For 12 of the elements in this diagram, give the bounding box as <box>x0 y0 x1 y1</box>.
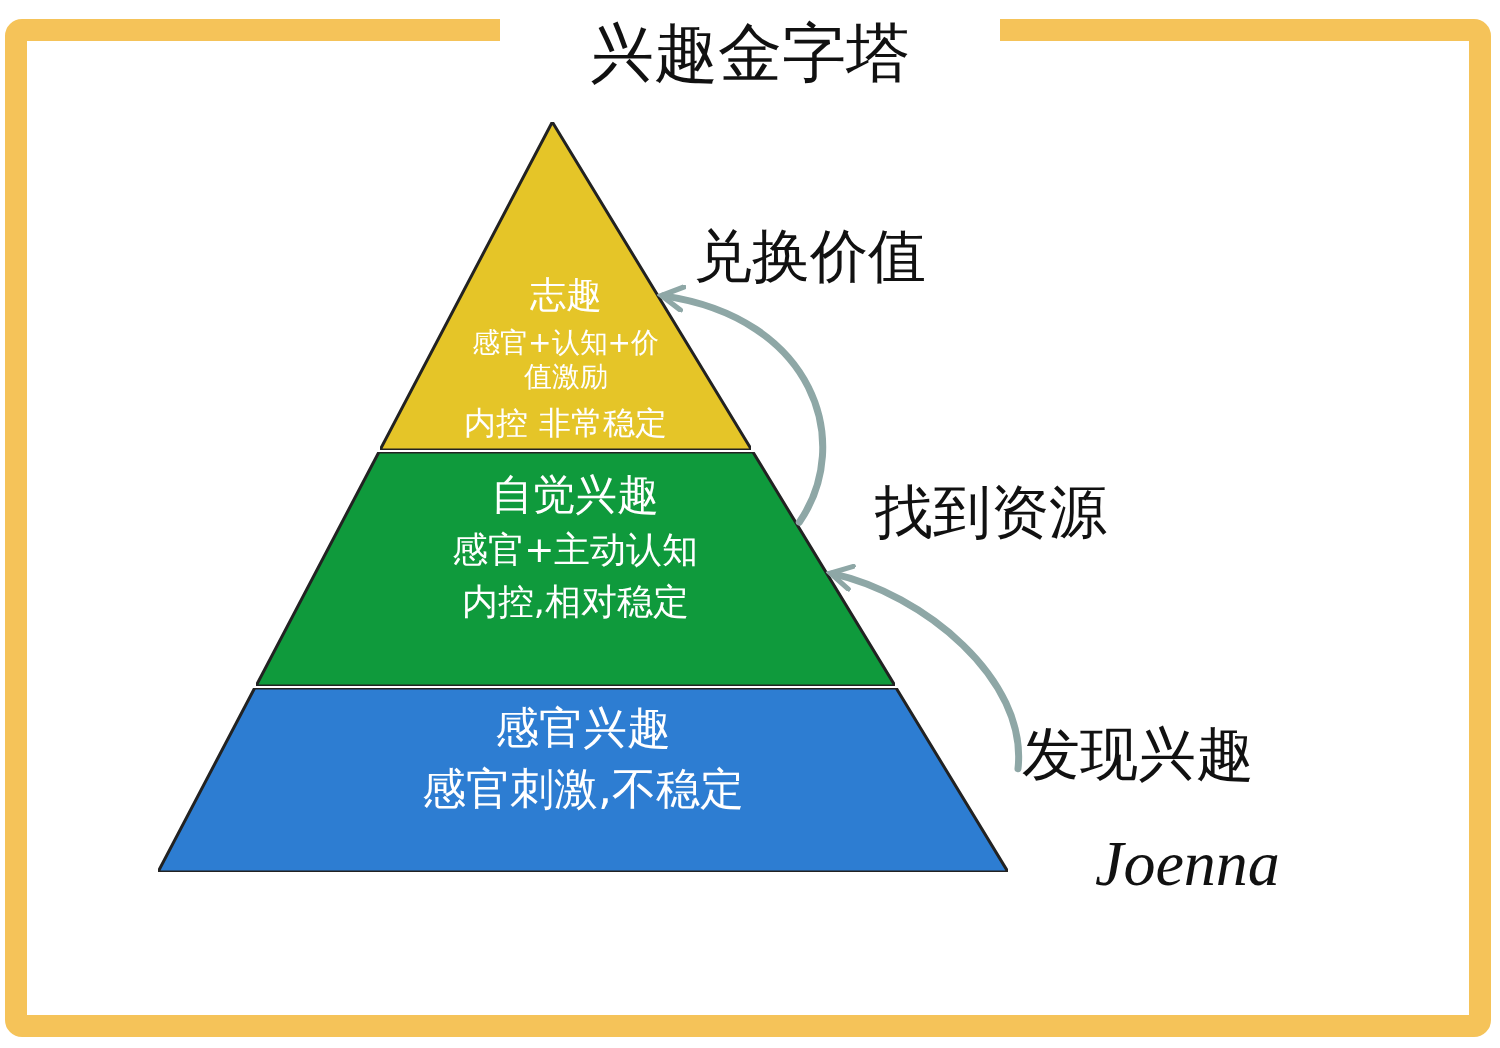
layer-description: 感官+认知+价值激励 <box>471 326 660 394</box>
layer-title: 自觉兴趣 <box>491 470 660 521</box>
layer-title: 志趣 <box>529 273 602 317</box>
signature: Joenna <box>1095 827 1280 901</box>
curved-arrow <box>658 285 826 526</box>
layer-description: 感官+主动认知 <box>452 528 699 572</box>
layer-title: 感官兴趣 <box>495 702 671 755</box>
stage-label: 发现兴趣 <box>1022 720 1342 790</box>
layer-description: 内控,相对稳定 <box>461 579 689 623</box>
layer-description: 感官刺激,不稳定 <box>422 762 744 816</box>
curved-arrow <box>827 564 1022 773</box>
layer-description: 内控 非常稳定 <box>464 403 667 442</box>
